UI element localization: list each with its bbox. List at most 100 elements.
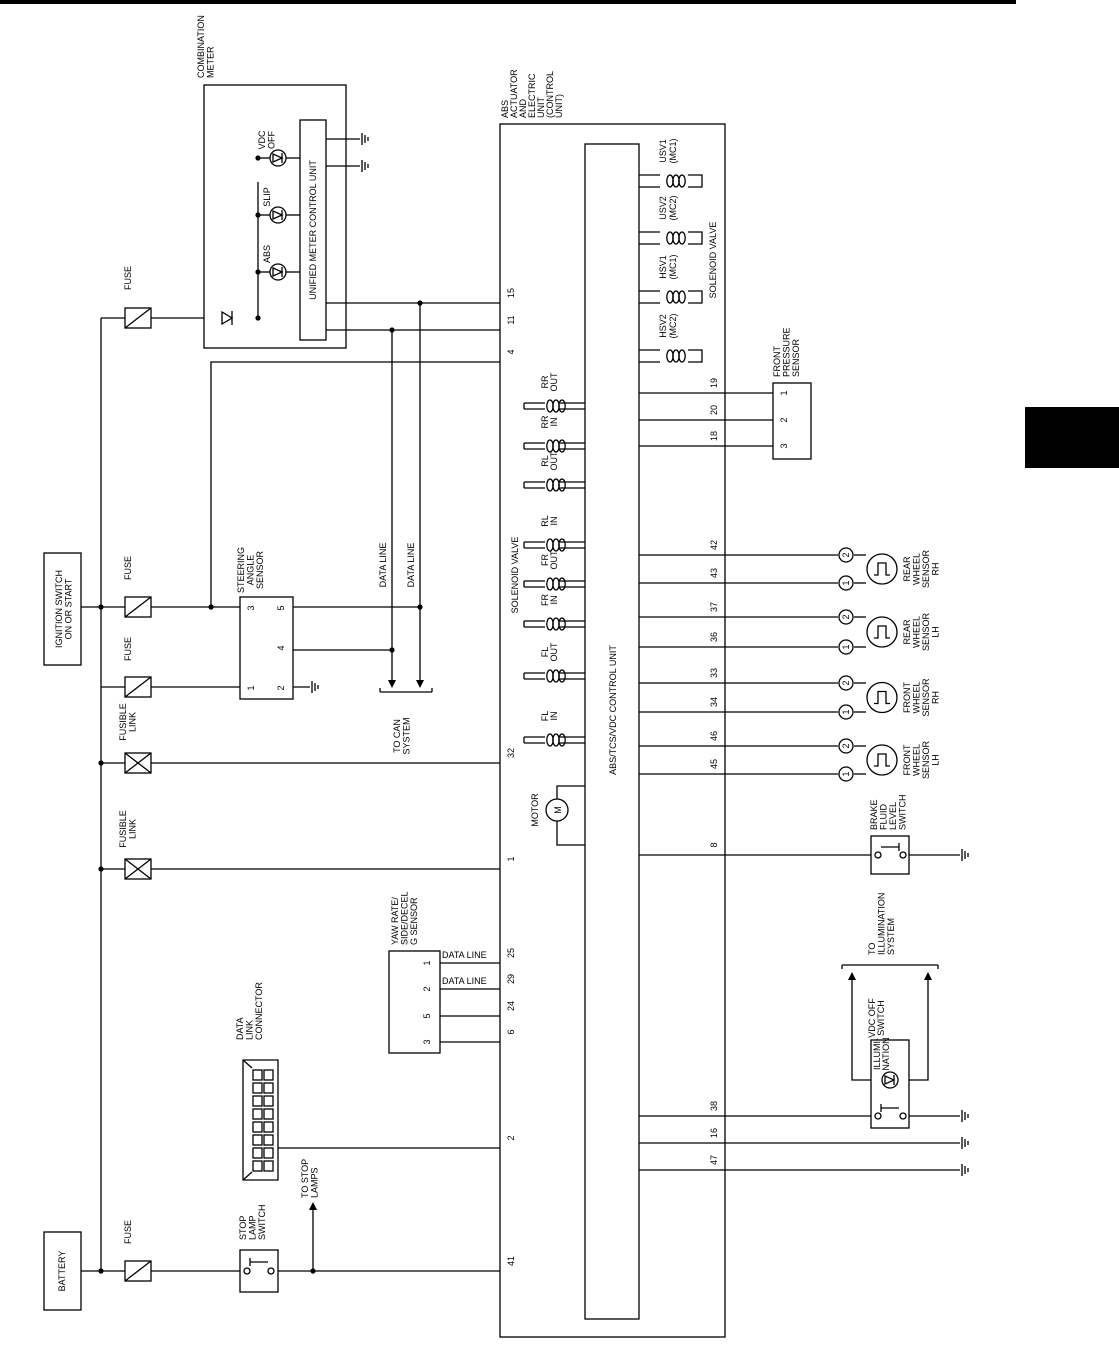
data-link-connector-body [242, 1059, 253, 1069]
control-unit-box [584, 143, 640, 1320]
coil-loop [558, 399, 566, 413]
terminal-number: 2 [841, 680, 851, 685]
terminal-number: 2 [841, 552, 851, 557]
wheel-sensor-label: SENSOR [921, 740, 931, 779]
valve-label: IN [549, 596, 559, 605]
arrowhead [924, 972, 932, 980]
steering-terminal: 3 [246, 605, 256, 610]
to-stop-lamps-label: TO STOP [300, 1159, 310, 1198]
junction-dot [255, 212, 261, 218]
terminal-circle [838, 609, 854, 625]
valve-wire [688, 231, 703, 245]
brake-fluid-label: LEVEL [888, 802, 898, 830]
valve-label: IN [549, 418, 559, 427]
coil-loop [558, 733, 566, 747]
ecu-pin-number: 18 [709, 431, 719, 441]
fusible-link-symbol [124, 752, 152, 774]
valve-label: (MC2) [668, 196, 678, 221]
arrowhead [848, 972, 856, 980]
solenoid-valve-label: SOLENOID VALVE [510, 537, 520, 614]
valve-label: OUT [549, 372, 559, 392]
valve-label: RR [540, 375, 550, 388]
illumination-lamp [884, 1074, 896, 1086]
terminal-circle [838, 738, 854, 754]
dlc-pin [263, 1095, 274, 1107]
warning-lamp-label: ABS [262, 245, 272, 263]
fusible-link-label: FUSIBLE [118, 703, 128, 741]
terminal-number: 1 [841, 709, 851, 714]
ecu-pin-number: 4 [506, 349, 516, 354]
wheel-sensor-label: REAR [902, 619, 912, 645]
solenoid-valve-coil [546, 577, 566, 591]
terminal-number: 2 [841, 614, 851, 619]
wheel-sensor-label: WHEEL [912, 681, 922, 713]
dlc-pin [263, 1121, 274, 1133]
solenoid-valve-coil [546, 538, 566, 552]
pressure-terminal: 1 [779, 390, 789, 395]
steering-sensor-label: ANGLE [246, 555, 256, 586]
ecu-pin-number: 36 [709, 632, 719, 642]
coil-loop [558, 669, 566, 683]
ignition-switch-box [43, 552, 82, 666]
wheel-sensor-label: WHEEL [912, 553, 922, 585]
abs-actuator-label: ELECTRIC [527, 73, 537, 118]
fusible-link-label: FUSIBLE [118, 810, 128, 848]
arrowhead [309, 1202, 317, 1210]
motor-symbol-letter: M [553, 806, 563, 814]
wheel-sensor-label: SENSOR [921, 549, 931, 588]
to-illumination-label: SYSTEM [886, 918, 896, 955]
dlc-pin [252, 1160, 263, 1172]
wheel-sensor-label: WHEEL [912, 616, 922, 648]
dlc-pin [252, 1147, 263, 1159]
ecu-pin-number: 41 [506, 1256, 516, 1266]
coil-loop [678, 290, 686, 304]
to-stop-lamps-label: LAMPS [310, 1167, 320, 1198]
ecu-pin-number: 38 [709, 1101, 719, 1111]
wheel-sensor-label: FRONT [902, 744, 912, 775]
ignition-switch-label: ON OR START [64, 578, 74, 639]
brake-fluid-label: SWITCH [898, 795, 908, 831]
wheel-sensor-waveform [874, 690, 890, 705]
terminal-circle [838, 575, 854, 591]
valve-label: HSV2 [658, 314, 668, 338]
valve-label: OUT [549, 642, 559, 662]
data-link-connector-body [242, 1059, 279, 1181]
unified-meter-box [299, 119, 327, 341]
ecu-pin-number: 19 [709, 378, 719, 388]
switch-contact [874, 1112, 882, 1120]
fusible-link-label: LINK [128, 819, 138, 839]
yaw-terminal: 2 [422, 986, 432, 991]
valve-label: (MC1) [668, 255, 678, 280]
switch-contact [874, 851, 882, 859]
ecu-pin-number: 45 [709, 759, 719, 769]
unified-meter-label: UNIFIED METER CONTROL UNIT [308, 160, 318, 300]
terminal-circle [838, 547, 854, 563]
fuse-symbol [124, 1260, 152, 1282]
wheel-sensor-label: SENSOR [921, 612, 931, 651]
wheel-sensor-label: LH [931, 626, 941, 638]
dlc-label: LINK [245, 1020, 255, 1040]
junction-dot [255, 269, 261, 275]
ecu-pin-number: 20 [709, 405, 719, 415]
dlc-pin [263, 1147, 274, 1159]
solenoid-valve-coil [546, 669, 566, 683]
junction-dot [208, 604, 214, 610]
abs-actuator-label: (CONTROL [545, 71, 555, 118]
ecu-pin-number: 11 [506, 315, 516, 324]
data-line-label: DATA LINE [442, 976, 487, 986]
vdc-off-switch-label: VDC OFF [867, 998, 877, 1038]
front-pressure-label: PRESSURE [782, 327, 792, 377]
junction-dot [98, 1268, 104, 1274]
to-can-system-label: TO CAN [392, 719, 402, 753]
yaw-sensor-label: YAW RATE/ [390, 897, 400, 945]
ecu-pin-number: 33 [709, 668, 719, 678]
valve-label: OUT [549, 550, 559, 570]
valve-label: USV2 [658, 196, 668, 220]
ecu-pin-number: 2 [506, 1135, 516, 1140]
diode-symbol [221, 310, 234, 326]
dlc-pin [252, 1134, 263, 1146]
ecu-pin-number: 25 [506, 948, 516, 958]
dlc-pin [252, 1095, 263, 1107]
